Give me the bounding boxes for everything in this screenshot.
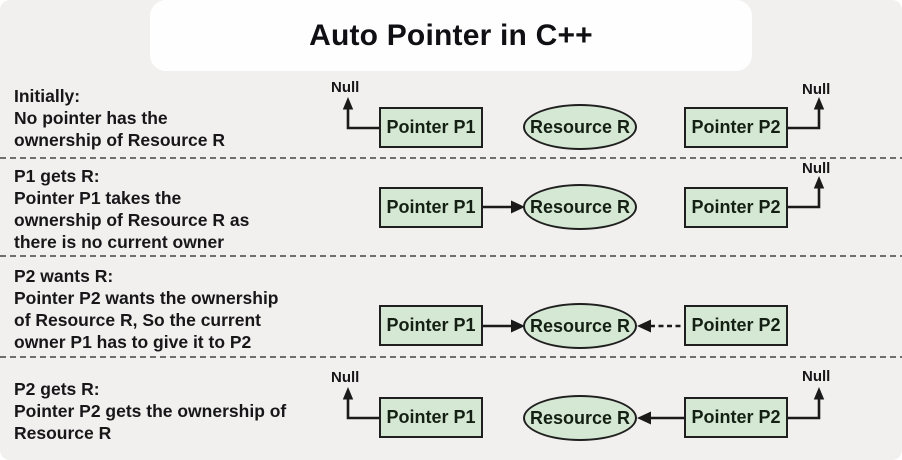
null-label: Null xyxy=(331,79,360,96)
page-title: Auto Pointer in C++ xyxy=(309,18,593,52)
caption-line: owner P1 has to give it to P2 xyxy=(14,332,252,352)
caption-line: P2 gets R: xyxy=(14,379,100,399)
null-label: Null xyxy=(802,160,831,177)
p1-null-elbow-arrow-icon xyxy=(342,97,379,130)
row-divider-3 xyxy=(0,356,902,358)
caption-line: ownership of Resource R xyxy=(14,130,226,150)
row-caption: Initially: No pointer has the ownership … xyxy=(14,85,225,151)
title-card: Auto Pointer in C++ xyxy=(150,0,752,71)
p2-null-elbow-arrow-icon xyxy=(788,176,825,209)
row-divider-1 xyxy=(0,157,902,159)
null-label: Null xyxy=(802,81,831,98)
caption-line: Initially: xyxy=(14,86,81,106)
caption-line: P1 gets R: xyxy=(14,166,100,186)
resource-r-node: Resource R xyxy=(523,303,637,349)
p2-owns-resource-arrow-icon xyxy=(637,411,685,425)
p1-owns-resource-arrow-icon xyxy=(483,319,525,333)
caption-line: No pointer has the xyxy=(14,108,168,128)
row-divider-2 xyxy=(0,255,902,257)
caption-line: Resource R xyxy=(14,423,112,443)
caption-line: Pointer P1 takes the xyxy=(14,188,182,208)
pointer-p1-node: Pointer P1 xyxy=(379,397,483,438)
pointer-p1-node: Pointer P1 xyxy=(379,107,483,148)
row-caption: P2 gets R: Pointer P2 gets the ownership… xyxy=(14,378,286,444)
pointer-p2-node: Pointer P2 xyxy=(684,187,788,228)
caption-line: ownership of Resource R as xyxy=(14,210,250,230)
pointer-p2-node: Pointer P2 xyxy=(684,107,788,148)
null-label: Null xyxy=(331,369,360,386)
pointer-p2-node: Pointer P2 xyxy=(684,397,788,438)
caption-line: Pointer P2 gets the ownership of xyxy=(14,401,287,421)
resource-r-node: Resource R xyxy=(523,104,637,150)
resource-r-node: Resource R xyxy=(523,184,637,230)
p2-wants-resource-dashed-arrow-icon xyxy=(637,319,685,333)
row-caption: P1 gets R: Pointer P1 takes the ownershi… xyxy=(14,165,249,253)
caption-line: of Resource R, So the current xyxy=(14,310,261,330)
p2-null-elbow-arrow-icon xyxy=(788,97,825,130)
caption-line: there is no current owner xyxy=(14,232,225,252)
pointer-p2-node: Pointer P2 xyxy=(684,305,788,346)
caption-line: Pointer P2 wants the ownership xyxy=(14,288,279,308)
row-caption: P2 wants R: Pointer P2 wants the ownersh… xyxy=(14,265,279,353)
pointer-p1-node: Pointer P1 xyxy=(379,187,483,228)
resource-r-node: Resource R xyxy=(523,395,637,441)
p1-owns-resource-arrow-icon xyxy=(483,200,525,214)
null-label: Null xyxy=(802,368,831,385)
p1-null-elbow-arrow-icon xyxy=(342,387,379,420)
caption-line: P2 wants R: xyxy=(14,266,114,286)
p2-null-elbow-arrow-icon xyxy=(788,387,825,420)
pointer-p1-node: Pointer P1 xyxy=(379,305,483,346)
